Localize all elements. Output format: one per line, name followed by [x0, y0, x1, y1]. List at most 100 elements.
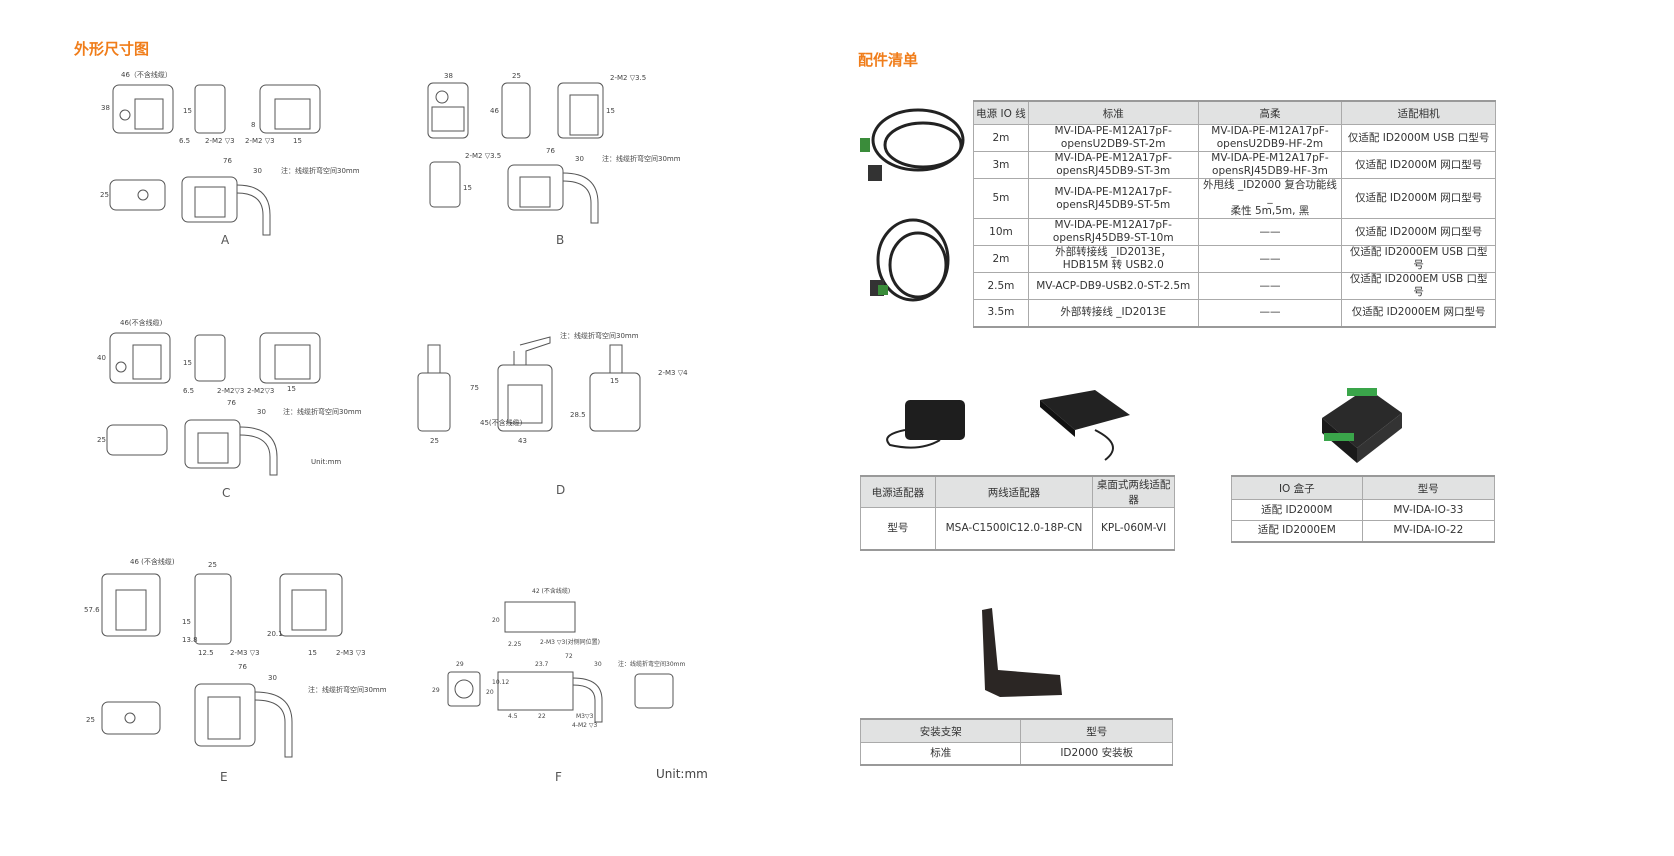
svg-text:6.5: 6.5 — [179, 137, 190, 145]
table-cell: 2.5m — [973, 272, 1029, 300]
svg-text:注：线缆折弯空间30mm: 注：线缆折弯空间30mm — [602, 154, 681, 163]
svg-text:28.5: 28.5 — [570, 411, 586, 419]
svg-text:Unit:mm: Unit:mm — [311, 458, 341, 466]
column-header: 高柔 — [1197, 101, 1343, 125]
table-cell: —— — [1197, 245, 1343, 273]
table-cell: MV-IDA-PE-M12A17pF- opensRJ45DB9-ST-5m — [1027, 178, 1199, 219]
svg-text:2-M3 ▽3: 2-M3 ▽3 — [230, 649, 260, 657]
table-cell: 标准 — [859, 742, 1022, 765]
table-cell: 仅适配 ID2000M 网口型号 — [1341, 218, 1496, 246]
table-cell: MV-IDA-IO-33 — [1361, 499, 1496, 521]
column-header: 电源适配器 — [860, 476, 936, 508]
svg-text:25: 25 — [86, 716, 95, 724]
table-cell: ID2000 安装板 — [1020, 742, 1173, 765]
svg-text:15: 15 — [610, 377, 619, 385]
svg-text:15: 15 — [287, 385, 296, 393]
table-cell: MV-IDA-PE-M12A17pF- opensRJ45DB9-ST-10m — [1027, 218, 1199, 246]
table-cell: MV-ACP-DB9-USB2.0-ST-2.5m — [1027, 272, 1199, 300]
svg-text:M3▽3: M3▽3 — [576, 713, 594, 720]
header-row: 电源 IO 线标准高柔适配相机 — [973, 101, 1496, 125]
table-cell: —— — [1197, 299, 1343, 327]
accessories-section-title: 配件清单 — [858, 51, 919, 69]
column-header: 标准 — [1027, 101, 1199, 125]
table-cell: MV-IDA-PE-M12A17pF- opensRJ45DB9-HF-3m — [1197, 151, 1343, 179]
column-header: 型号 — [1361, 476, 1496, 500]
table-cell: 2m — [973, 124, 1029, 152]
table-cell: 仅适配 ID2000EM USB 口型号 — [1341, 245, 1496, 273]
column-header: 两线适配器 — [934, 476, 1094, 508]
table-cell: 3.5m — [973, 299, 1029, 327]
svg-text:20: 20 — [492, 617, 500, 624]
svg-text:75: 75 — [470, 384, 479, 392]
desktop-adapter-photo — [1040, 390, 1130, 461]
table-cell: 仅适配 ID2000EM 网口型号 — [1341, 299, 1496, 327]
panel-label-d: D — [556, 483, 566, 497]
unit-note: Unit:mm — [656, 767, 708, 781]
table-cell: 仅适配 ID2000M 网口型号 — [1341, 151, 1496, 179]
column-header: 电源 IO 线 — [973, 101, 1029, 125]
svg-text:25: 25 — [97, 436, 106, 444]
svg-text:25: 25 — [100, 191, 109, 199]
svg-text:4.5: 4.5 — [508, 713, 518, 720]
table-cell: MV-IDA-PE-M12A17pF- opensU2DB9-ST-2m — [1027, 124, 1199, 152]
table-cell: 2m — [973, 245, 1029, 273]
svg-text:15: 15 — [308, 649, 317, 657]
header-row: 电源适配器两线适配器桌面式两线适配器 — [860, 476, 1175, 508]
svg-text:2-M3 ▽4: 2-M3 ▽4 — [658, 369, 688, 377]
svg-text:30: 30 — [253, 167, 262, 175]
svg-text:2-M3 ▽3(对侧同位置): 2-M3 ▽3(对侧同位置) — [540, 638, 600, 646]
svg-text:2.25: 2.25 — [508, 641, 522, 648]
table-cell: 外甩线 _ID2000 复合功能线 _ 柔性 5m,5m, 黑 — [1197, 178, 1343, 219]
svg-text:25: 25 — [208, 561, 217, 569]
column-header: IO 盒子 — [1231, 476, 1363, 500]
table-cell: 3m — [973, 151, 1029, 179]
column-header: 型号 — [1020, 719, 1173, 743]
table-cell: —— — [1197, 272, 1343, 300]
svg-text:42 (不含线缆): 42 (不含线缆) — [532, 587, 570, 595]
svg-text:20: 20 — [486, 689, 494, 696]
panel-label-b: B — [556, 233, 565, 247]
table-cell: MV-IDA-PE-M12A17pF- opensRJ45DB9-ST-3m — [1027, 151, 1199, 179]
svg-text:15: 15 — [293, 137, 302, 145]
column-header: 安装支架 — [859, 719, 1022, 743]
svg-text:10.12: 10.12 — [492, 679, 509, 686]
svg-text:76: 76 — [227, 399, 236, 407]
svg-text:15: 15 — [183, 359, 192, 367]
panel-label-f: F — [555, 770, 562, 784]
svg-text:2-M2 ▽3: 2-M2 ▽3 — [205, 137, 235, 145]
dimension-section-title: 外形尺寸图 — [74, 40, 150, 58]
svg-text:12.5: 12.5 — [198, 649, 214, 657]
drawing-c: 46(不含线缆) 40 15 6.5 2-M2▽3 2-M2▽3 15 76 3… — [97, 318, 362, 476]
svg-text:2-M2▽3: 2-M2▽3 — [217, 387, 244, 395]
svg-text:25: 25 — [430, 437, 439, 445]
svg-text:38: 38 — [101, 104, 110, 112]
table-cell: MV-IDA-IO-22 — [1361, 520, 1496, 542]
io-box-photo — [1322, 388, 1402, 463]
svg-text:注：线缆折弯空间30mm: 注：线缆折弯空间30mm — [560, 331, 639, 340]
svg-text:4-M2 ▽3: 4-M2 ▽3 — [572, 722, 597, 729]
svg-text:2-M2 ▽3: 2-M2 ▽3 — [245, 137, 275, 145]
drawing-e: 46 (不含线缆) 25 57.6 15 13.8 12.5 2-M3 ▽3 2… — [84, 557, 387, 758]
svg-text:30: 30 — [575, 155, 584, 163]
drawing-a: 46（不含线缆） 38 15 6.5 2-M2 ▽3 2-M2 ▽3 8 15 … — [100, 70, 360, 236]
panel-label-c: C — [222, 486, 231, 500]
svg-text:46(不含线缆): 46(不含线缆) — [120, 318, 163, 327]
svg-text:注：线缆折弯空间30mm: 注：线缆折弯空间30mm — [308, 685, 387, 694]
svg-text:57.6: 57.6 — [84, 606, 100, 614]
table-cell: 仅适配 ID2000M USB 口型号 — [1341, 124, 1496, 152]
svg-text:38: 38 — [444, 72, 453, 80]
mounting-bracket-photo — [982, 608, 1062, 697]
svg-text:注：线缆折弯空间30mm: 注：线缆折弯空间30mm — [283, 407, 362, 416]
svg-text:2-M2 ▽3.5: 2-M2 ▽3.5 — [465, 152, 501, 160]
table-cell: KPL-060M-VI — [1092, 507, 1175, 550]
svg-text:30: 30 — [268, 674, 277, 682]
table-cell: 型号 — [860, 507, 936, 550]
svg-text:13.8: 13.8 — [182, 636, 198, 644]
